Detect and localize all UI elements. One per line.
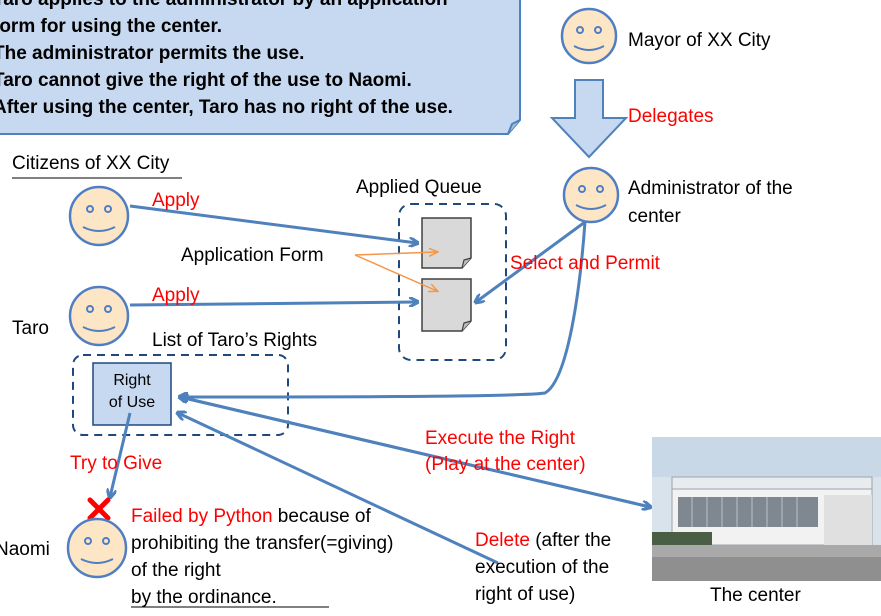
delegates-label: Delegates	[628, 106, 714, 127]
administrator-label-2: center	[628, 206, 681, 227]
administrator-label-1: Administrator of the	[628, 178, 793, 199]
form-arrow-1	[354, 252, 437, 255]
taro-label: Taro	[12, 318, 49, 339]
try-give-arrow	[110, 412, 132, 497]
naomi-face-icon	[66, 517, 128, 579]
ordinance-period: .	[271, 587, 277, 608]
ordinance-text: by the ordinance	[131, 587, 272, 608]
failed-by-python: Failed by Python	[131, 506, 273, 527]
delete-reason: (after the	[529, 530, 612, 551]
delete-line: execution of the	[475, 557, 610, 578]
callout-line: Taro applies to the administrator by an …	[0, 0, 453, 13]
callout-line: Taro cannot give the right of the use to…	[0, 70, 412, 91]
naomi-label: Naomi	[0, 539, 50, 560]
execute-label-2: (Play at the center)	[425, 454, 586, 475]
failed-x-icon	[87, 497, 111, 521]
delete-text: Delete (after the execution of the right…	[475, 527, 611, 608]
try-give-label: Try to Give	[70, 453, 163, 474]
taro-face-icon	[68, 285, 130, 347]
callout-line: After using the center, Taro has no righ…	[0, 97, 453, 118]
rights-list-box	[72, 354, 289, 436]
right-of-use-line: Right	[113, 372, 151, 389]
apply-label-2: Apply	[152, 285, 200, 306]
applied-queue-box	[398, 203, 507, 361]
callout-line: The administrator permits the use.	[0, 43, 305, 64]
delete-word: Delete	[475, 530, 530, 551]
application-form-label: Application Form	[181, 245, 324, 266]
citizen-face-icon	[68, 185, 130, 247]
delete-line: right of use)	[475, 584, 576, 605]
mayor-face-icon	[560, 7, 618, 65]
mayor-label: Mayor of XX City	[628, 30, 771, 51]
failed-line: of the right	[131, 560, 221, 581]
right-of-use-line: of Use	[108, 394, 156, 411]
right-of-use-box	[92, 362, 172, 426]
form-arrow-2	[354, 254, 437, 291]
apply-arrow-2	[129, 302, 417, 305]
administrator-face-icon	[562, 166, 620, 224]
center-label: The center	[710, 585, 801, 606]
center-photo	[652, 437, 881, 581]
applied-queue-label: Applied Queue	[356, 177, 482, 198]
apply-arrow-1	[129, 204, 417, 243]
rights-list-label: List of Taro’s Rights	[152, 330, 318, 351]
callout-text: Taro applies to the administrator by an …	[0, 0, 453, 121]
failed-reason: because of	[272, 506, 371, 527]
select-permit-label: Select and Permit	[510, 253, 660, 274]
grant-right-arrow	[180, 221, 587, 397]
permit-arrow	[476, 220, 586, 302]
delete-arrow	[178, 413, 499, 565]
failed-line: prohibiting the transfer(=giving)	[131, 533, 394, 554]
failed-text: Failed by Python because of prohibiting …	[131, 503, 393, 611]
delegates-arrow	[549, 79, 629, 159]
citizens-label: Citizens of XX City	[12, 153, 170, 174]
apply-label-1: Apply	[152, 190, 200, 211]
execute-label-1: Execute the Right	[425, 428, 575, 449]
right-of-use-text: Right of Use	[93, 370, 171, 414]
callout-line: form for using the center.	[0, 16, 223, 37]
